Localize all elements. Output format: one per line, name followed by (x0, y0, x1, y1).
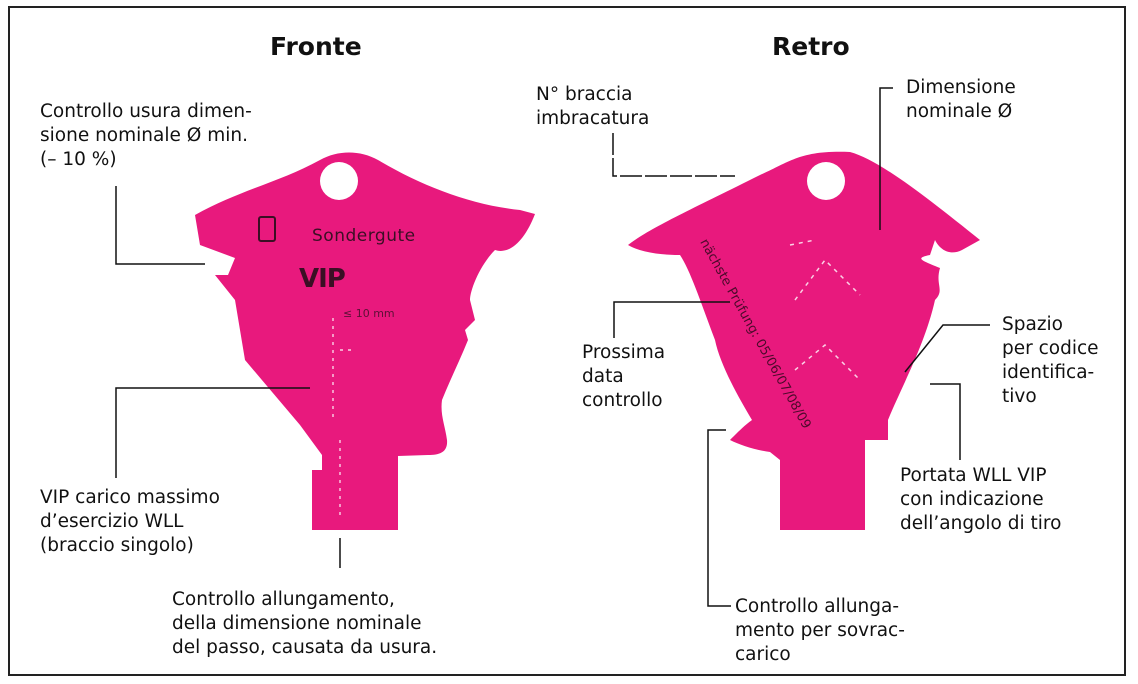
back-title: Retro (772, 32, 850, 61)
label-wear-check: Controllo usura dimen- sione nominale Ø … (40, 100, 252, 172)
label-next-check: Prossima data controllo (582, 341, 665, 413)
label-overload: Controllo allunga- mento per sovrac- car… (735, 595, 905, 667)
front-logo-text: VIP (299, 264, 345, 294)
brand-icon (258, 216, 276, 242)
label-wll-angle: Portata WLL VIP con indicazione dell’ang… (900, 464, 1061, 536)
leader-overload (708, 430, 731, 606)
label-wll: VIP carico massimo d’esercizio WLL (brac… (40, 486, 220, 558)
back-lanyard-hole (807, 162, 845, 200)
label-elongation: Controllo allungamento, della dimensione… (172, 588, 437, 660)
front-title: Fronte (270, 32, 362, 61)
leader-wear-check (116, 186, 205, 264)
label-id-space: Spazio per codice identifica- tivo (1002, 313, 1099, 409)
leader-legs (613, 133, 735, 176)
front-brand-text: Sondergute (312, 226, 416, 246)
front-lanyard-hole (320, 162, 358, 200)
leader-wll-angle (930, 384, 960, 460)
front-pendant (195, 153, 535, 531)
label-legs: N° braccia imbracatura (536, 83, 649, 131)
label-nominal: Dimensione nominale Ø (906, 76, 1016, 124)
front-mark-text: ≤ 10 mm (343, 307, 395, 320)
